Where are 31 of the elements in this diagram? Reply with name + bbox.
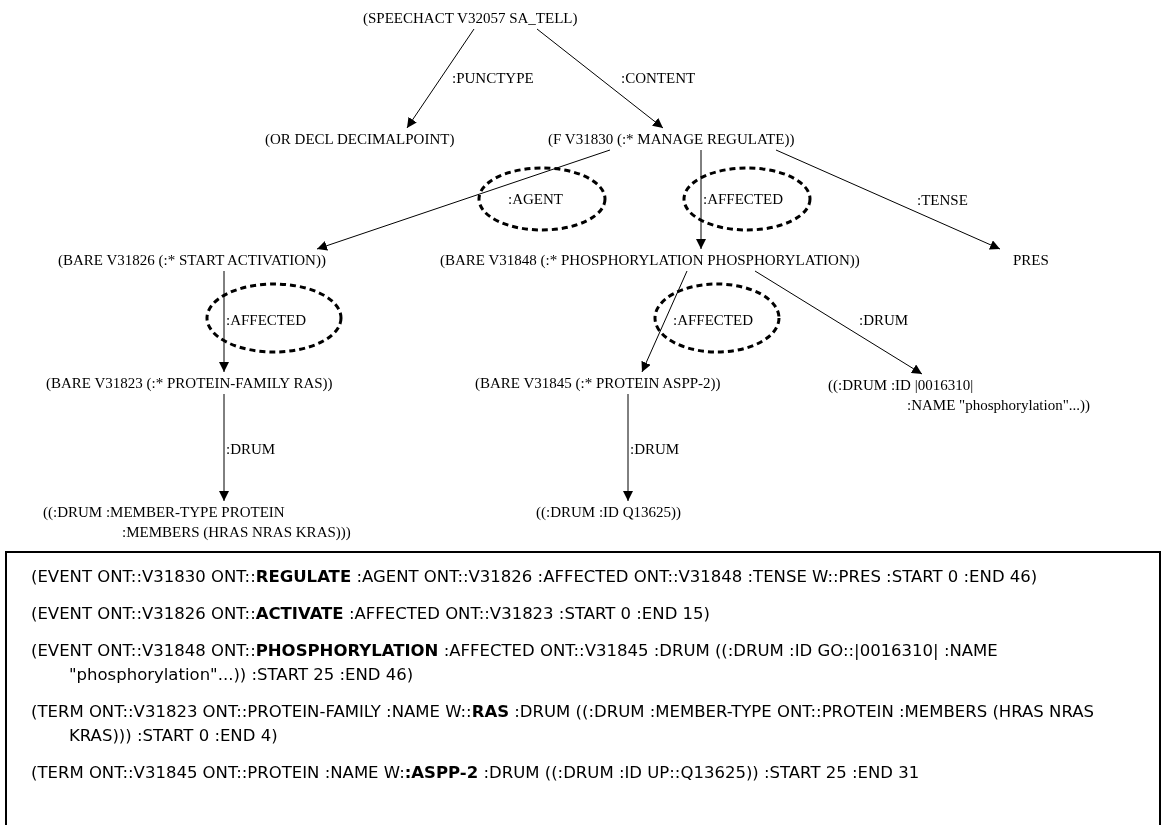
edge-label: :AFFECTED <box>672 311 754 329</box>
output-panel <box>5 551 1161 825</box>
node-label: (OR DECL DECIMALPOINT) <box>265 129 455 149</box>
node-label: (F V31830 (:* MANAGE REGULATE)) <box>548 129 795 149</box>
node-label: (BARE V31823 (:* PROTEIN-FAMILY RAS)) <box>46 373 333 393</box>
arrow <box>754 270 923 375</box>
node-label: ((:DRUM :ID Q13625)) <box>536 502 681 522</box>
edge-label: :AGENT <box>507 190 564 208</box>
arrow <box>219 270 229 373</box>
arrow <box>696 149 706 250</box>
node-label: ((:DRUM :MEMBER-TYPE PROTEIN :MEMBERS (HRAS NRAS KRAS))) <box>43 502 418 542</box>
event-entry: (EVENT ONT::V31848 ONT::PHOSPHORYLATION :AFFECTED ONT::V31845 :DRUM ((:DRUM :ID GO::|0016310| :NAME "phosphorylation"...)) :START 25 :END 46) <box>31 640 999 686</box>
arrow <box>641 270 688 373</box>
node-label: (BARE V31826 (:* START ACTIVATION)) <box>58 250 326 270</box>
node-label: (SPEECHACT V32057 SA_TELL) <box>363 8 578 28</box>
arrow <box>406 28 475 129</box>
event-entry: (EVENT ONT::V31830 ONT::REGULATE :AGENT ONT::V31826 :AFFECTED ONT::V31848 :TENSE W::PRES :START 0 :END 46) <box>31 566 1039 588</box>
arrow <box>219 393 229 502</box>
node-label: PRES <box>1013 250 1049 270</box>
node-label: (BARE V31845 (:* PROTEIN ASPP-2)) <box>475 373 721 393</box>
event-entry: (EVENT ONT::V31826 ONT::ACTIVATE :AFFECTED ONT::V31823 :START 0 :END 15) <box>31 603 712 625</box>
arrow <box>536 28 664 129</box>
edge-label: :AFFECTED <box>702 190 784 208</box>
arrow <box>623 393 633 502</box>
arrow <box>775 149 1001 250</box>
arrow <box>316 149 611 251</box>
node-label: (BARE V31848 (:* PHOSPHORYLATION PHOSPHORYLATION)) <box>440 250 860 270</box>
event-entry: (TERM ONT::V31845 ONT::PROTEIN :NAME W::ASPP-2 :DRUM ((:DRUM :ID UP::Q13625)) :START 25 :END 31 <box>31 762 921 784</box>
event-entry: (TERM ONT::V31823 ONT::PROTEIN-FAMILY :NAME W::RAS :DRUM ((:DRUM :MEMBER-TYPE ONT::PROTEIN :MEMBERS (HRAS NRAS KRAS))) :START 0 :END 4) <box>31 701 1095 747</box>
edge-label: :AFFECTED <box>225 311 307 329</box>
node-label: ((:DRUM :ID |0016310| :NAME "phosphorylation"...)) <box>828 375 1145 415</box>
